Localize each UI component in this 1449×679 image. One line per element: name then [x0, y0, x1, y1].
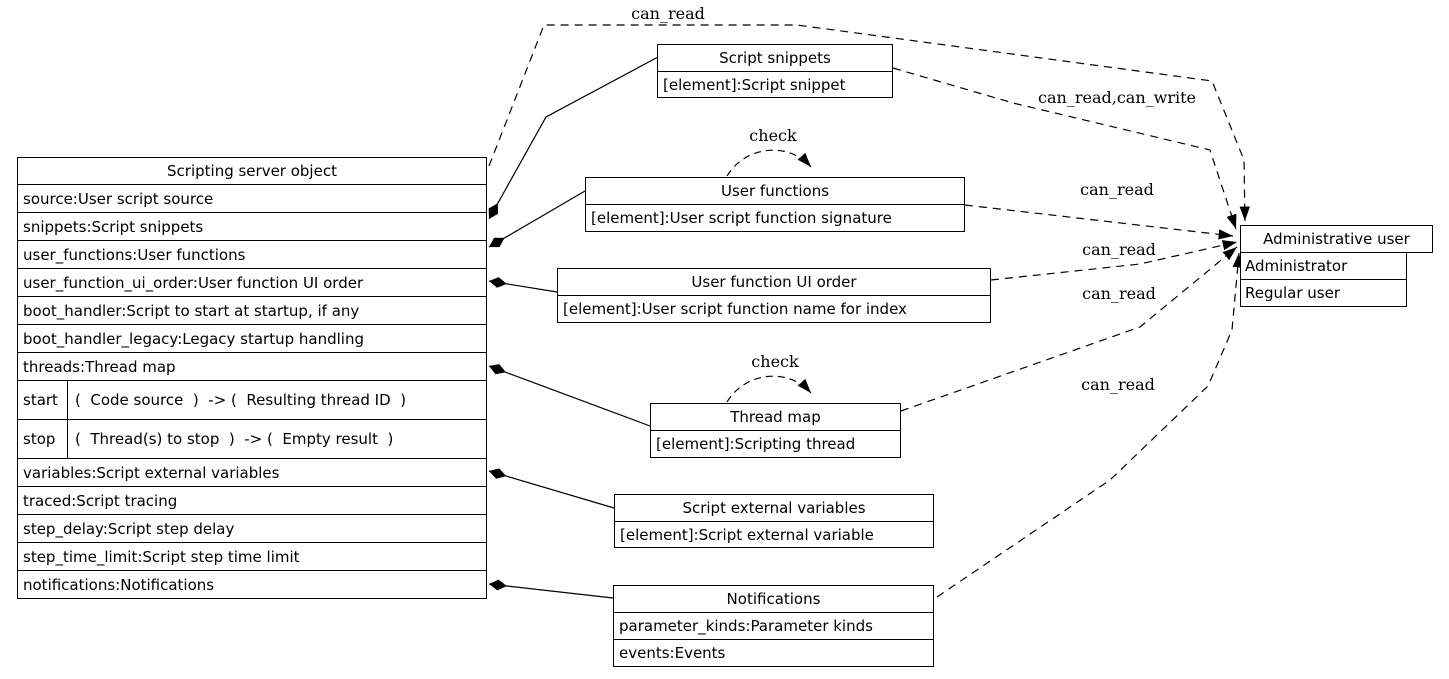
ui-order-element-row: [element]:User script function name for … [558, 295, 990, 322]
server-row-step-delay: step_delay:Script step delay [18, 514, 486, 542]
admin-user-row-regular-user: Regular user [1240, 279, 1407, 307]
edge-label-notifications-can-read: can_read [1081, 375, 1155, 394]
server-row-traced: traced:Script tracing [18, 486, 486, 514]
edge-thread-map-can-read [900, 246, 1238, 412]
node-notifications: Notifications parameter_kinds:Parameter … [613, 585, 934, 667]
edge-server-can-read [488, 24, 1250, 222]
server-row-user-function-ui-order: user_function_ui_order:User function UI … [18, 268, 486, 296]
edge-ui-order-aggregation [488, 277, 558, 293]
edge-variables-aggregation [488, 468, 615, 509]
edge-user-functions-can-read [964, 204, 1234, 240]
server-row-boot-handler: boot_handler:Script to start at startup,… [18, 296, 486, 324]
server-row-user-functions: user_functions:User functions [18, 240, 486, 268]
start-method-name: start [18, 381, 68, 419]
node-script-external-variables: Script external variables [element]:Scri… [614, 494, 934, 548]
user-functions-title: User functions [720, 182, 830, 200]
edge-label-user-functions-check: check [749, 126, 797, 145]
server-row-step-time-limit: step_time_limit:Script step time limit [18, 542, 486, 570]
script-snippets-title: Script snippets [719, 49, 831, 67]
start-method-signature: ( Code source ) -> ( Resulting thread ID… [75, 391, 407, 409]
server-row-notifications: notifications:Notifications [18, 570, 486, 598]
edge-threads-aggregation [488, 364, 651, 427]
node-scripting-server-object: Scripting server object source:User scri… [17, 157, 487, 599]
edge-user-functions-check-loop [726, 149, 812, 177]
edge-label-server-can-read: can_read [631, 4, 705, 23]
edge-user-functions-aggregation [488, 190, 586, 248]
edge-label-thread-map-check: check [751, 352, 799, 371]
user-functions-element-row: [element]:User script function signature [586, 204, 964, 231]
edge-label-user-functions-can-read: can_read [1080, 180, 1154, 199]
admin-user-row-administrator: Administrator [1240, 252, 1407, 280]
thread-map-title: Thread map [730, 408, 821, 426]
node-user-function-ui-order: User function UI order [element]:User sc… [557, 268, 991, 323]
edge-snippets-aggregation [488, 56, 659, 220]
notifications-title: Notifications [726, 590, 821, 608]
notifications-parameter-kinds-row: parameter_kinds:Parameter kinds [614, 612, 933, 639]
edge-ui-order-can-read [990, 240, 1238, 281]
notifications-events-row: events:Events [614, 639, 933, 666]
edge-label-thread-map-can-read: can_read [1082, 284, 1156, 303]
node-user-functions: User functions [element]:User script fun… [585, 177, 965, 232]
thread-map-element-row: [element]:Scripting thread [651, 430, 900, 457]
stop-method-name: stop [18, 420, 68, 458]
external-vars-element-row: [element]:Script external variable [615, 521, 933, 547]
server-title: Scripting server object [167, 162, 337, 180]
server-row-threads: threads:Thread map [18, 352, 486, 380]
external-vars-title: Script external variables [682, 499, 866, 517]
node-script-snippets: Script snippets [element]:Script snippet [657, 44, 893, 98]
server-row-boot-handler-legacy: boot_handler_legacy:Legacy startup handl… [18, 324, 486, 352]
server-row-start: start ( Code source ) -> ( Resulting thr… [18, 380, 486, 419]
edge-label-snippets-can-read-write: can_read,can_write [1038, 88, 1196, 107]
node-administrative-user: Administrative user [1240, 225, 1433, 253]
server-row-variables: variables:Script external variables [18, 458, 486, 486]
node-thread-map: Thread map [element]:Scripting thread [650, 403, 901, 458]
stop-method-signature: ( Thread(s) to stop ) -> ( Empty result … [75, 430, 394, 448]
script-snippets-element-row: [element]:Script snippet [658, 71, 892, 97]
server-row-stop: stop ( Thread(s) to stop ) -> ( Empty re… [18, 419, 486, 458]
server-row-snippets: snippets:Script snippets [18, 212, 486, 240]
edge-label-ui-order-can-read: can_read [1082, 240, 1156, 259]
edge-snippets-can-read-write [892, 67, 1237, 230]
server-row-source: source:User script source [18, 184, 486, 212]
edge-thread-map-check-loop [726, 375, 812, 403]
ui-order-title: User function UI order [691, 273, 857, 291]
edge-notifications-aggregation [488, 579, 614, 599]
